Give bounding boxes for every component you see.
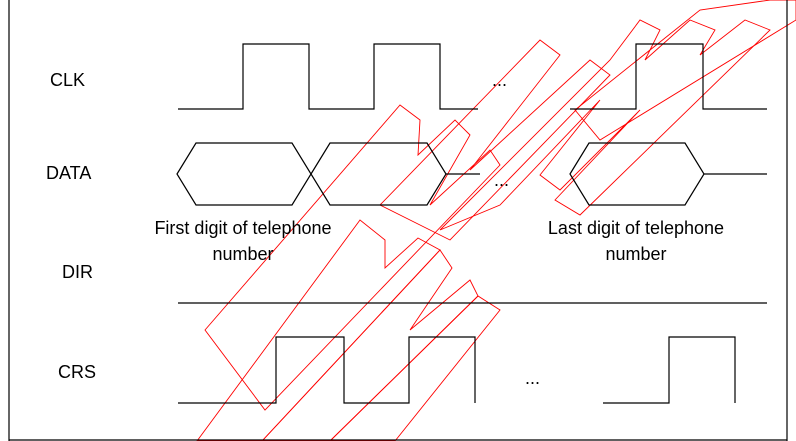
- data-cell-first-digit: [176, 142, 312, 206]
- crs-pulses: [178, 336, 476, 404]
- signal-label-dir: DIR: [62, 262, 93, 282]
- clk-waveform: [178, 43, 767, 110]
- watermark-letter-6: [439, 19, 771, 231]
- crs-ellipsis: ...: [525, 368, 540, 388]
- crs-waveform: [178, 336, 736, 404]
- diagram-border: [8, 0, 788, 441]
- watermark-letter-4: [204, 104, 501, 411]
- signal-label-crs: CRS: [58, 362, 96, 382]
- clk-pulse-1: [178, 43, 478, 110]
- crs-pulse-last: [603, 336, 736, 404]
- caption-first-digit-line1: First digit of telephone: [154, 218, 331, 238]
- signal-label-clk: CLK: [50, 70, 85, 90]
- watermark-letter-3: [329, 295, 501, 441]
- watermark-letter-7: [574, 0, 796, 141]
- watermark-letter-5: [379, 39, 611, 241]
- clk-pulse-last: [570, 43, 767, 110]
- signal-label-data: DATA: [46, 163, 91, 183]
- caption-last-digit-line1: Last digit of telephone: [548, 218, 724, 238]
- data-cell-last-digit: [569, 142, 705, 206]
- watermark-letter-2: [261, 249, 479, 441]
- caption-first-digit-line2: number: [212, 244, 273, 264]
- watermark: [196, 0, 796, 441]
- data-ellipsis: ...: [494, 170, 509, 190]
- caption-last-digit-line2: number: [605, 244, 666, 264]
- data-cell-second-digit: [310, 142, 447, 206]
- data-waveform: [176, 142, 767, 206]
- clk-ellipsis: ...: [492, 70, 507, 90]
